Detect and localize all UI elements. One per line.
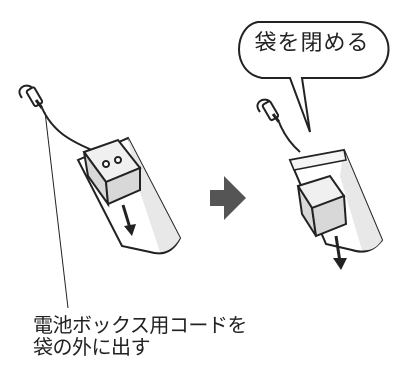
left-figure <box>18 84 182 309</box>
step-arrow <box>210 176 246 220</box>
left-down-arrow <box>121 204 136 236</box>
speech-bubble <box>238 21 390 133</box>
right-cord <box>278 121 301 153</box>
caption-line-2: 袋の外に出す <box>33 335 151 359</box>
right-down-arrow <box>333 235 347 270</box>
callout-text: 袋を閉める <box>254 31 370 56</box>
right-connector-plug <box>256 98 281 123</box>
right-bag-closure <box>288 149 347 171</box>
right-battery-box <box>296 174 348 238</box>
caption-line-1: 電池ボックス用コードを <box>33 313 247 337</box>
caption: 電池ボックス用コードを 袋の外に出す <box>33 314 353 358</box>
left-bag-shade <box>128 138 180 252</box>
left-leader-line <box>44 111 69 309</box>
left-connector-plug <box>18 84 44 109</box>
left-cord <box>41 107 93 151</box>
left-battery-box <box>82 138 142 208</box>
right-bag-shade <box>340 150 382 251</box>
right-figure <box>238 21 390 270</box>
